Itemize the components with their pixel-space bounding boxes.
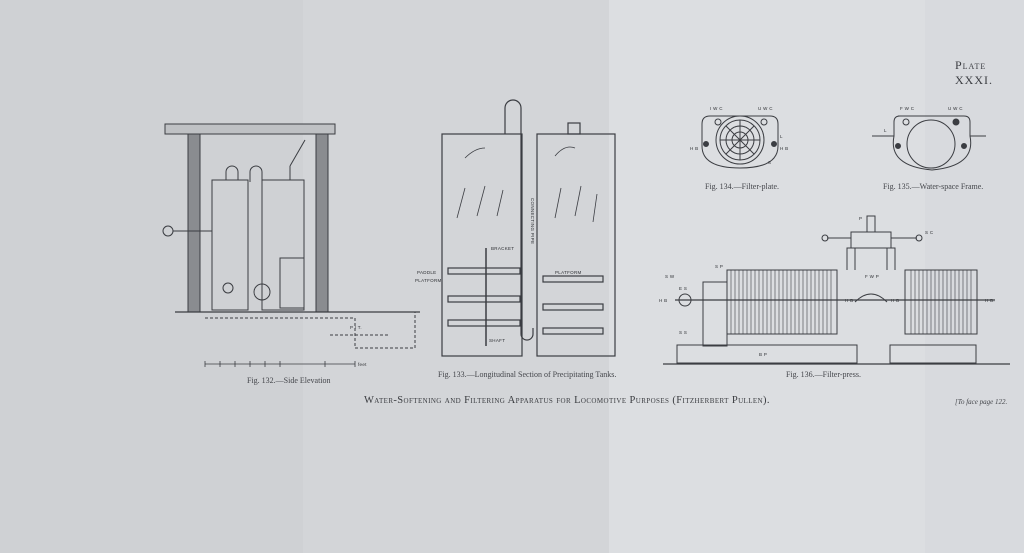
fig-136-caption: Fig. 136.—Filter-press.	[786, 370, 861, 379]
fwc-label: F W C	[900, 106, 915, 111]
bracket-label: BRACKET	[491, 246, 514, 251]
footnote: [To face page 122.	[955, 398, 1008, 406]
fig-134-caption: Fig. 134.—Filter-plate.	[705, 182, 780, 191]
l-label: L	[780, 134, 783, 139]
sc-label: S C	[925, 230, 934, 235]
fig-135-caption: Fig. 135.—Water-space Frame.	[883, 182, 984, 191]
platform-right-label: PLATFORM	[555, 270, 582, 275]
hb-mid2-label: H B	[891, 298, 899, 303]
figure-136-filter-press: S W S P E S H B H B H B H B. S S B P F W…	[659, 215, 1010, 365]
s-label: S	[768, 160, 771, 165]
uwc-label: U W C	[758, 106, 773, 111]
figure-134-filter-plate: I W C U W C H B H B L S	[690, 106, 788, 169]
hb-left-label: H B	[690, 146, 698, 151]
sw-label: S W	[665, 274, 675, 279]
hb-right-label-136: H B.	[985, 298, 995, 303]
scale-unit-label: feet	[358, 362, 367, 367]
paddle-label: PADDLE	[417, 270, 436, 275]
p-label: P	[859, 216, 862, 221]
bp-label: B P	[759, 352, 767, 357]
connecting-pipe-label: CONNECTING PIPE	[530, 198, 535, 244]
iwc-label: I W C	[710, 106, 723, 111]
platform-left-label: PLATFORM	[415, 278, 442, 283]
figure-135-water-space-frame: F W C U W C L	[872, 106, 986, 171]
es-label: E S	[679, 286, 687, 291]
sp-label: S P	[715, 264, 723, 269]
hb-right-label: H B	[780, 146, 788, 151]
page-panel-3	[609, 0, 926, 553]
main-caption: Water-Softening and Filtering Apparatus …	[364, 395, 770, 406]
fig-132-caption: Fig. 132.—Side Elevation	[247, 376, 331, 385]
hb-mid1-label: H B	[845, 298, 853, 303]
hb-left-label-136: H B	[659, 298, 667, 303]
ss-label: S S	[679, 330, 687, 335]
figure-133-precipitating-tanks: BRACKET PADDLE PLATFORM PLATFORM SHAFT C…	[415, 99, 616, 357]
page-panel-4	[925, 0, 1024, 553]
fwp-label: F W P	[865, 274, 879, 279]
pit-label: P I T.	[350, 325, 362, 330]
fig-133-caption: Fig. 133.—Longitudinal Section of Precip…	[438, 370, 617, 379]
l-label-135: L	[884, 128, 887, 133]
figure-132-side-elevation: P I T. feet	[162, 123, 420, 367]
uwc-label-135: U W C	[948, 106, 963, 111]
page-panel-1	[0, 0, 304, 553]
shaft-label: SHAFT	[489, 338, 505, 343]
plate-title: Plate XXXI.	[955, 58, 993, 87]
scale-bar	[204, 361, 356, 367]
